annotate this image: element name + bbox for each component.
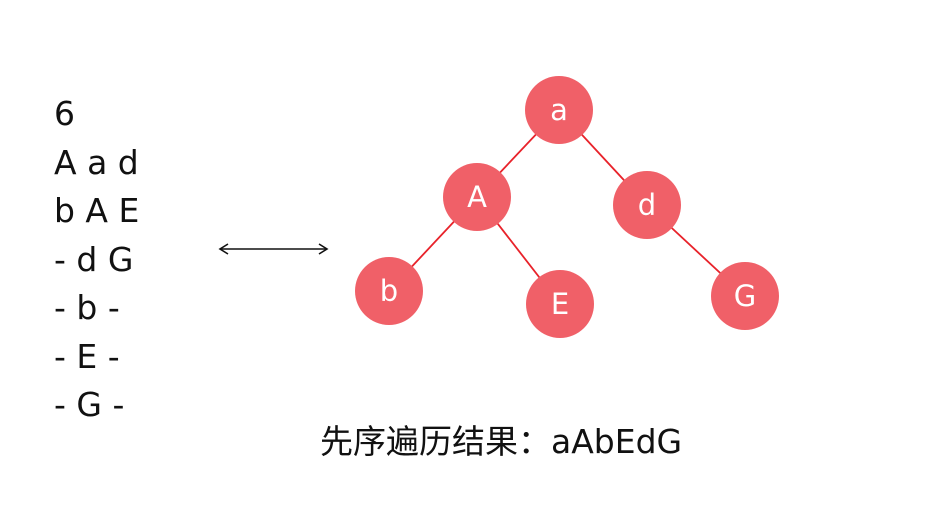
- tree-node: E: [526, 270, 594, 338]
- tree-node: a: [525, 76, 593, 144]
- tree-node-label: a: [550, 93, 568, 127]
- tree-node-label: G: [734, 279, 756, 313]
- result-label: 先序遍历结果：: [320, 422, 551, 461]
- input-line: A a d: [54, 142, 139, 182]
- double-arrow-icon: [218, 243, 329, 255]
- tree-node: A: [443, 163, 511, 231]
- tree-node-circle: [525, 76, 593, 144]
- traversal-result: 先序遍历结果：aAbEdG: [320, 418, 682, 466]
- input-line: - b -: [54, 288, 120, 327]
- input-line: 6: [54, 94, 75, 133]
- tree-node: G: [711, 262, 779, 330]
- result-value: aAbEdG: [551, 422, 683, 461]
- tree-node: d: [613, 171, 681, 239]
- tree-node-circle: [711, 262, 779, 330]
- input-line: - d G: [54, 239, 134, 279]
- tree-node-label: d: [638, 188, 656, 222]
- tree-node-circle: [443, 163, 511, 231]
- tree-node-circle: [613, 171, 681, 239]
- tree-node-circle: [355, 257, 423, 325]
- tree-node: b: [355, 257, 423, 325]
- input-listing: 6 A a d b A E - d G - b - - E - - G -: [54, 90, 139, 430]
- input-line: - G -: [54, 385, 125, 424]
- tree-node-label: A: [467, 180, 487, 214]
- input-line: - E -: [54, 336, 120, 376]
- input-line: b A E: [54, 191, 140, 230]
- tree-node-circle: [526, 270, 594, 338]
- tree-node-label: E: [551, 287, 569, 321]
- tree-node-label: b: [380, 274, 398, 308]
